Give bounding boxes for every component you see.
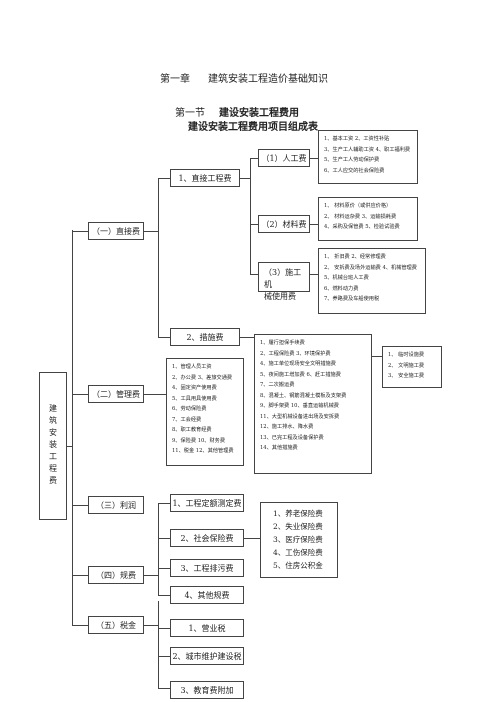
- fee-item-1: 1、工程定额测定费: [170, 494, 244, 512]
- tax-item-3: 3、教育费附加: [170, 681, 244, 699]
- category-management: （二）管理费: [88, 385, 144, 403]
- material-box: （2）材料费: [258, 215, 310, 233]
- machine-items: 1、 折旧费 2、经常修理费 2、 安拆费及场外运输费 4、机械管理费 5、机械…: [318, 248, 426, 314]
- table-title: 建设安装工程费用项目组成表: [188, 122, 318, 133]
- labor-box: （1）人工费: [258, 149, 310, 167]
- category-tax: （五）税金: [88, 616, 144, 634]
- fee-item-4: 4、其他规费: [170, 586, 244, 604]
- material-items: 1、 材料原价（或供应价格） 2、 材料运杂费 3、运输损耗费 4、采购及保管费…: [318, 197, 418, 241]
- chapter-title: 第一章建筑安装工程造价基础知识: [160, 74, 328, 85]
- root-box: 建筑安装工程费: [39, 372, 67, 520]
- category-fees: （四）规费: [88, 566, 144, 584]
- management-items: 1、管理人员工资 2、办公费 3、差旅交通费 4、固定资产使用费 5、工具用具使…: [166, 358, 244, 466]
- fee-item-2: 2、社会保险费: [170, 529, 244, 547]
- tax-item-2: 2、城市维护建设税: [170, 647, 244, 665]
- measures-box: 2、措施费: [170, 328, 240, 346]
- section-title: 第一节建设安装工程费用: [175, 108, 299, 119]
- labor-items: 1、基本工资 2、工资性补贴 3、生产工人辅助工资 4、职工福利费 5、生产工人…: [318, 130, 418, 184]
- tax-item-1: 1、营业税: [170, 619, 244, 637]
- category-direct: （一）直接费: [88, 222, 144, 240]
- machine-box: （3）施工机 械使用费: [258, 262, 310, 301]
- category-profit: （三）利润: [88, 496, 144, 514]
- measures-items: 1、履行担保手续费 2、工程保险费 3、环境保护费 4、施工单位现场安全文明措施…: [254, 334, 372, 474]
- direct-engineering-box: 1、直接工程费: [170, 169, 240, 187]
- fee-item-3: 3、工程排污费: [170, 559, 244, 577]
- measures-side-items: 1、 临时设施费 2、 文明施工费 3、 安全施工费: [382, 346, 442, 388]
- social-insurance-items: 1、养老保险费 2、失业保险费 3、医疗保险费 4、工伤保险费 5、住房公积金: [260, 502, 338, 578]
